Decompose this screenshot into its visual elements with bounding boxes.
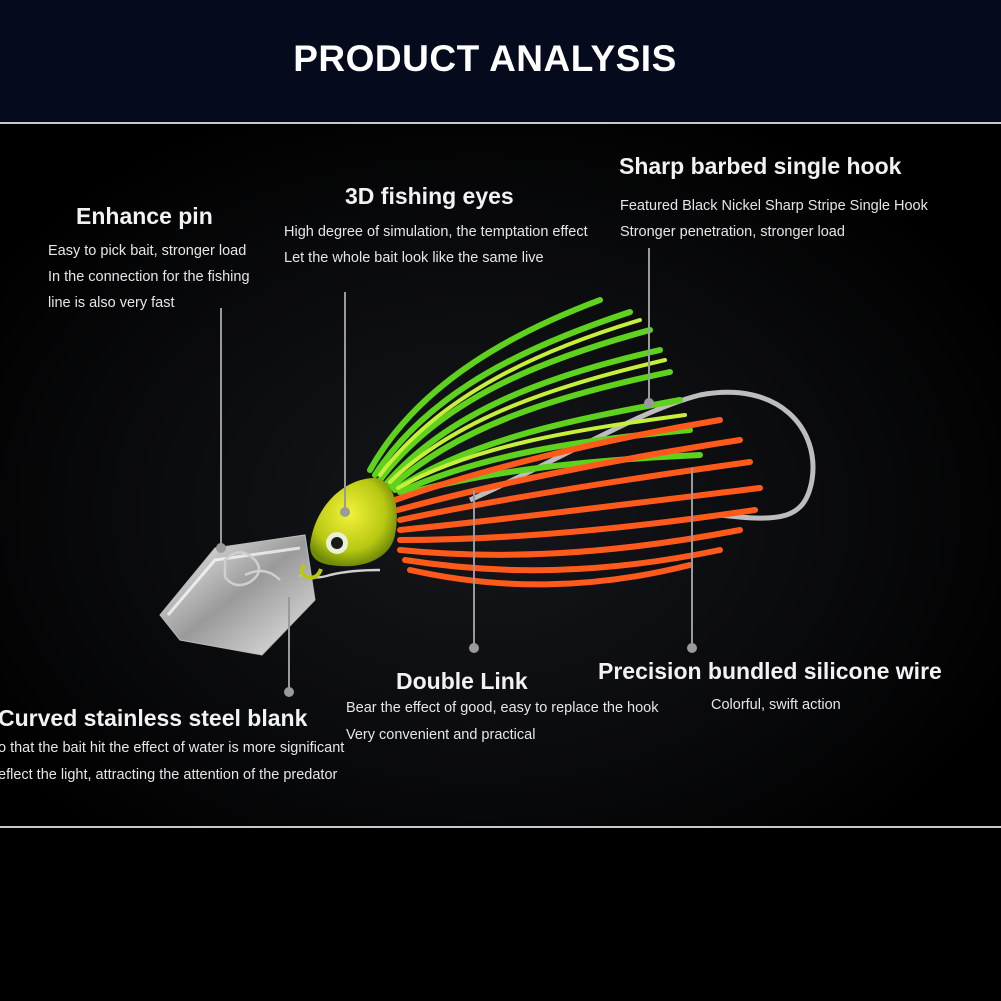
blade-shape xyxy=(159,534,316,656)
silicone-wire-title: Precision bundled silicone wire xyxy=(598,658,942,684)
green-skirt-shape xyxy=(367,297,703,497)
pointer-lines xyxy=(216,248,697,697)
jig-head-shape xyxy=(299,478,397,580)
single-hook-title: Sharp barbed single hook xyxy=(619,153,902,179)
fishing-eyes-title: 3D fishing eyes xyxy=(345,183,514,209)
bottom-divider xyxy=(0,826,1001,828)
double-link-line-2: Very convenient and practical xyxy=(346,727,536,743)
top-divider xyxy=(0,122,1001,124)
orange-skirt-shape xyxy=(392,417,763,588)
silicone-wire-line-1: Colorful, swift action xyxy=(711,697,841,713)
header-banner: PRODUCT ANALYSIS xyxy=(0,0,1001,122)
enhance-pin-line-2: In the connection for the fishing xyxy=(48,269,250,285)
yellow-skirt-shape xyxy=(378,318,687,490)
steel-blank-line-2: eflect the light, attracting the attenti… xyxy=(0,767,338,783)
enhance-pin-title: Enhance pin xyxy=(76,203,213,229)
page-title: PRODUCT ANALYSIS xyxy=(293,38,677,79)
footer-area xyxy=(0,828,1001,1001)
fishing-eyes-line-1: High degree of simulation, the temptatio… xyxy=(284,224,588,240)
enhance-pin-line-3: line is also very fast xyxy=(48,295,175,311)
single-hook-line-1: Featured Black Nickel Sharp Stripe Singl… xyxy=(620,198,928,214)
double-link-line-1: Bear the effect of good, easy to replace… xyxy=(346,700,659,716)
fishing-eyes-line-2: Let the whole bait look like the same li… xyxy=(284,250,544,266)
enhance-pin-line-1: Easy to pick bait, stronger load xyxy=(48,243,247,259)
steel-blank-title: Curved stainless steel blank xyxy=(0,705,308,731)
steel-blank-line-1: o that the bait hit the effect of water … xyxy=(0,740,345,756)
single-hook-line-2: Stronger penetration, stronger load xyxy=(620,224,845,240)
double-link-title: Double Link xyxy=(396,668,528,694)
